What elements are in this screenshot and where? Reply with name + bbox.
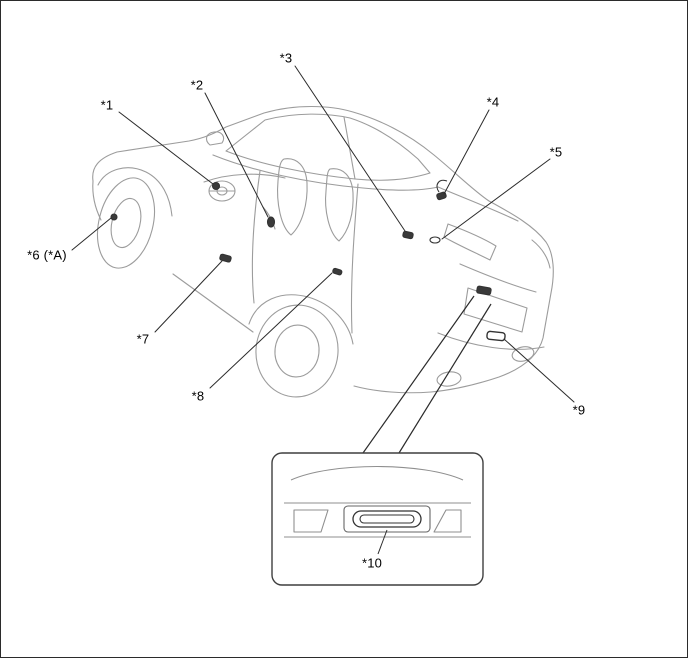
taillight-left [443,223,497,261]
inset-detail-drawing [284,465,471,538]
inset-detail-box [271,452,484,586]
component-7-marker [219,253,232,263]
callout-label-10: *10 [361,555,383,571]
component-3-marker [402,230,414,240]
front-wheel [96,177,156,269]
component-5-marker [429,236,441,244]
rear-wheel [255,304,339,398]
seat-right [325,168,354,242]
leader-line-10 [377,529,388,555]
component-markers [110,179,506,342]
leader-line-6 [71,217,112,251]
seat-left [277,158,308,236]
side-mirror [205,131,225,146]
leader-line-7 [154,260,223,333]
inset-link-lines [362,295,492,454]
callout-label-5: *5 [549,144,563,160]
component-2-marker [266,216,276,228]
component-8-marker [332,267,343,276]
component-9-marker [486,330,506,342]
leader-line-4 [443,109,490,195]
callout-label-1: *1 [100,97,114,113]
exhaust-tip-right [511,346,535,362]
rear-garnish-connector-marker [476,285,492,296]
license-plate-recess [463,287,528,333]
car-illustration [92,105,554,398]
inset-right-vent [433,509,462,533]
leader-line-8 [209,272,333,389]
component-4-wire [436,179,448,193]
component-6-marker [110,213,118,221]
callout-label-7: *7 [136,331,150,347]
callout-label-8: *8 [191,388,205,404]
callout-label-6: *6 (*A) [27,247,67,263]
car-body-outline [92,105,554,394]
car-rocker-line [172,273,254,333]
leader-line-5 [441,158,551,240]
leader-line-3 [294,65,406,232]
callout-label-9: *9 [572,402,586,418]
side-glass [225,113,431,181]
leader-line-9 [503,338,575,403]
component-10-housing [343,505,431,533]
callout-label-4: *4 [486,94,500,110]
exhaust-tip-left [436,371,462,387]
callout-label-3: *3 [279,50,293,66]
leader-line-2 [204,92,269,218]
inset-link-line-right [398,303,492,454]
inset-left-vent [293,509,329,533]
component-1-marker [211,181,221,191]
leader-lines [71,65,575,403]
leader-line-1 [118,111,214,185]
inset-link-line-left [362,295,475,454]
callout-label-2: *2 [190,77,204,93]
component-10-marker [352,510,422,528]
